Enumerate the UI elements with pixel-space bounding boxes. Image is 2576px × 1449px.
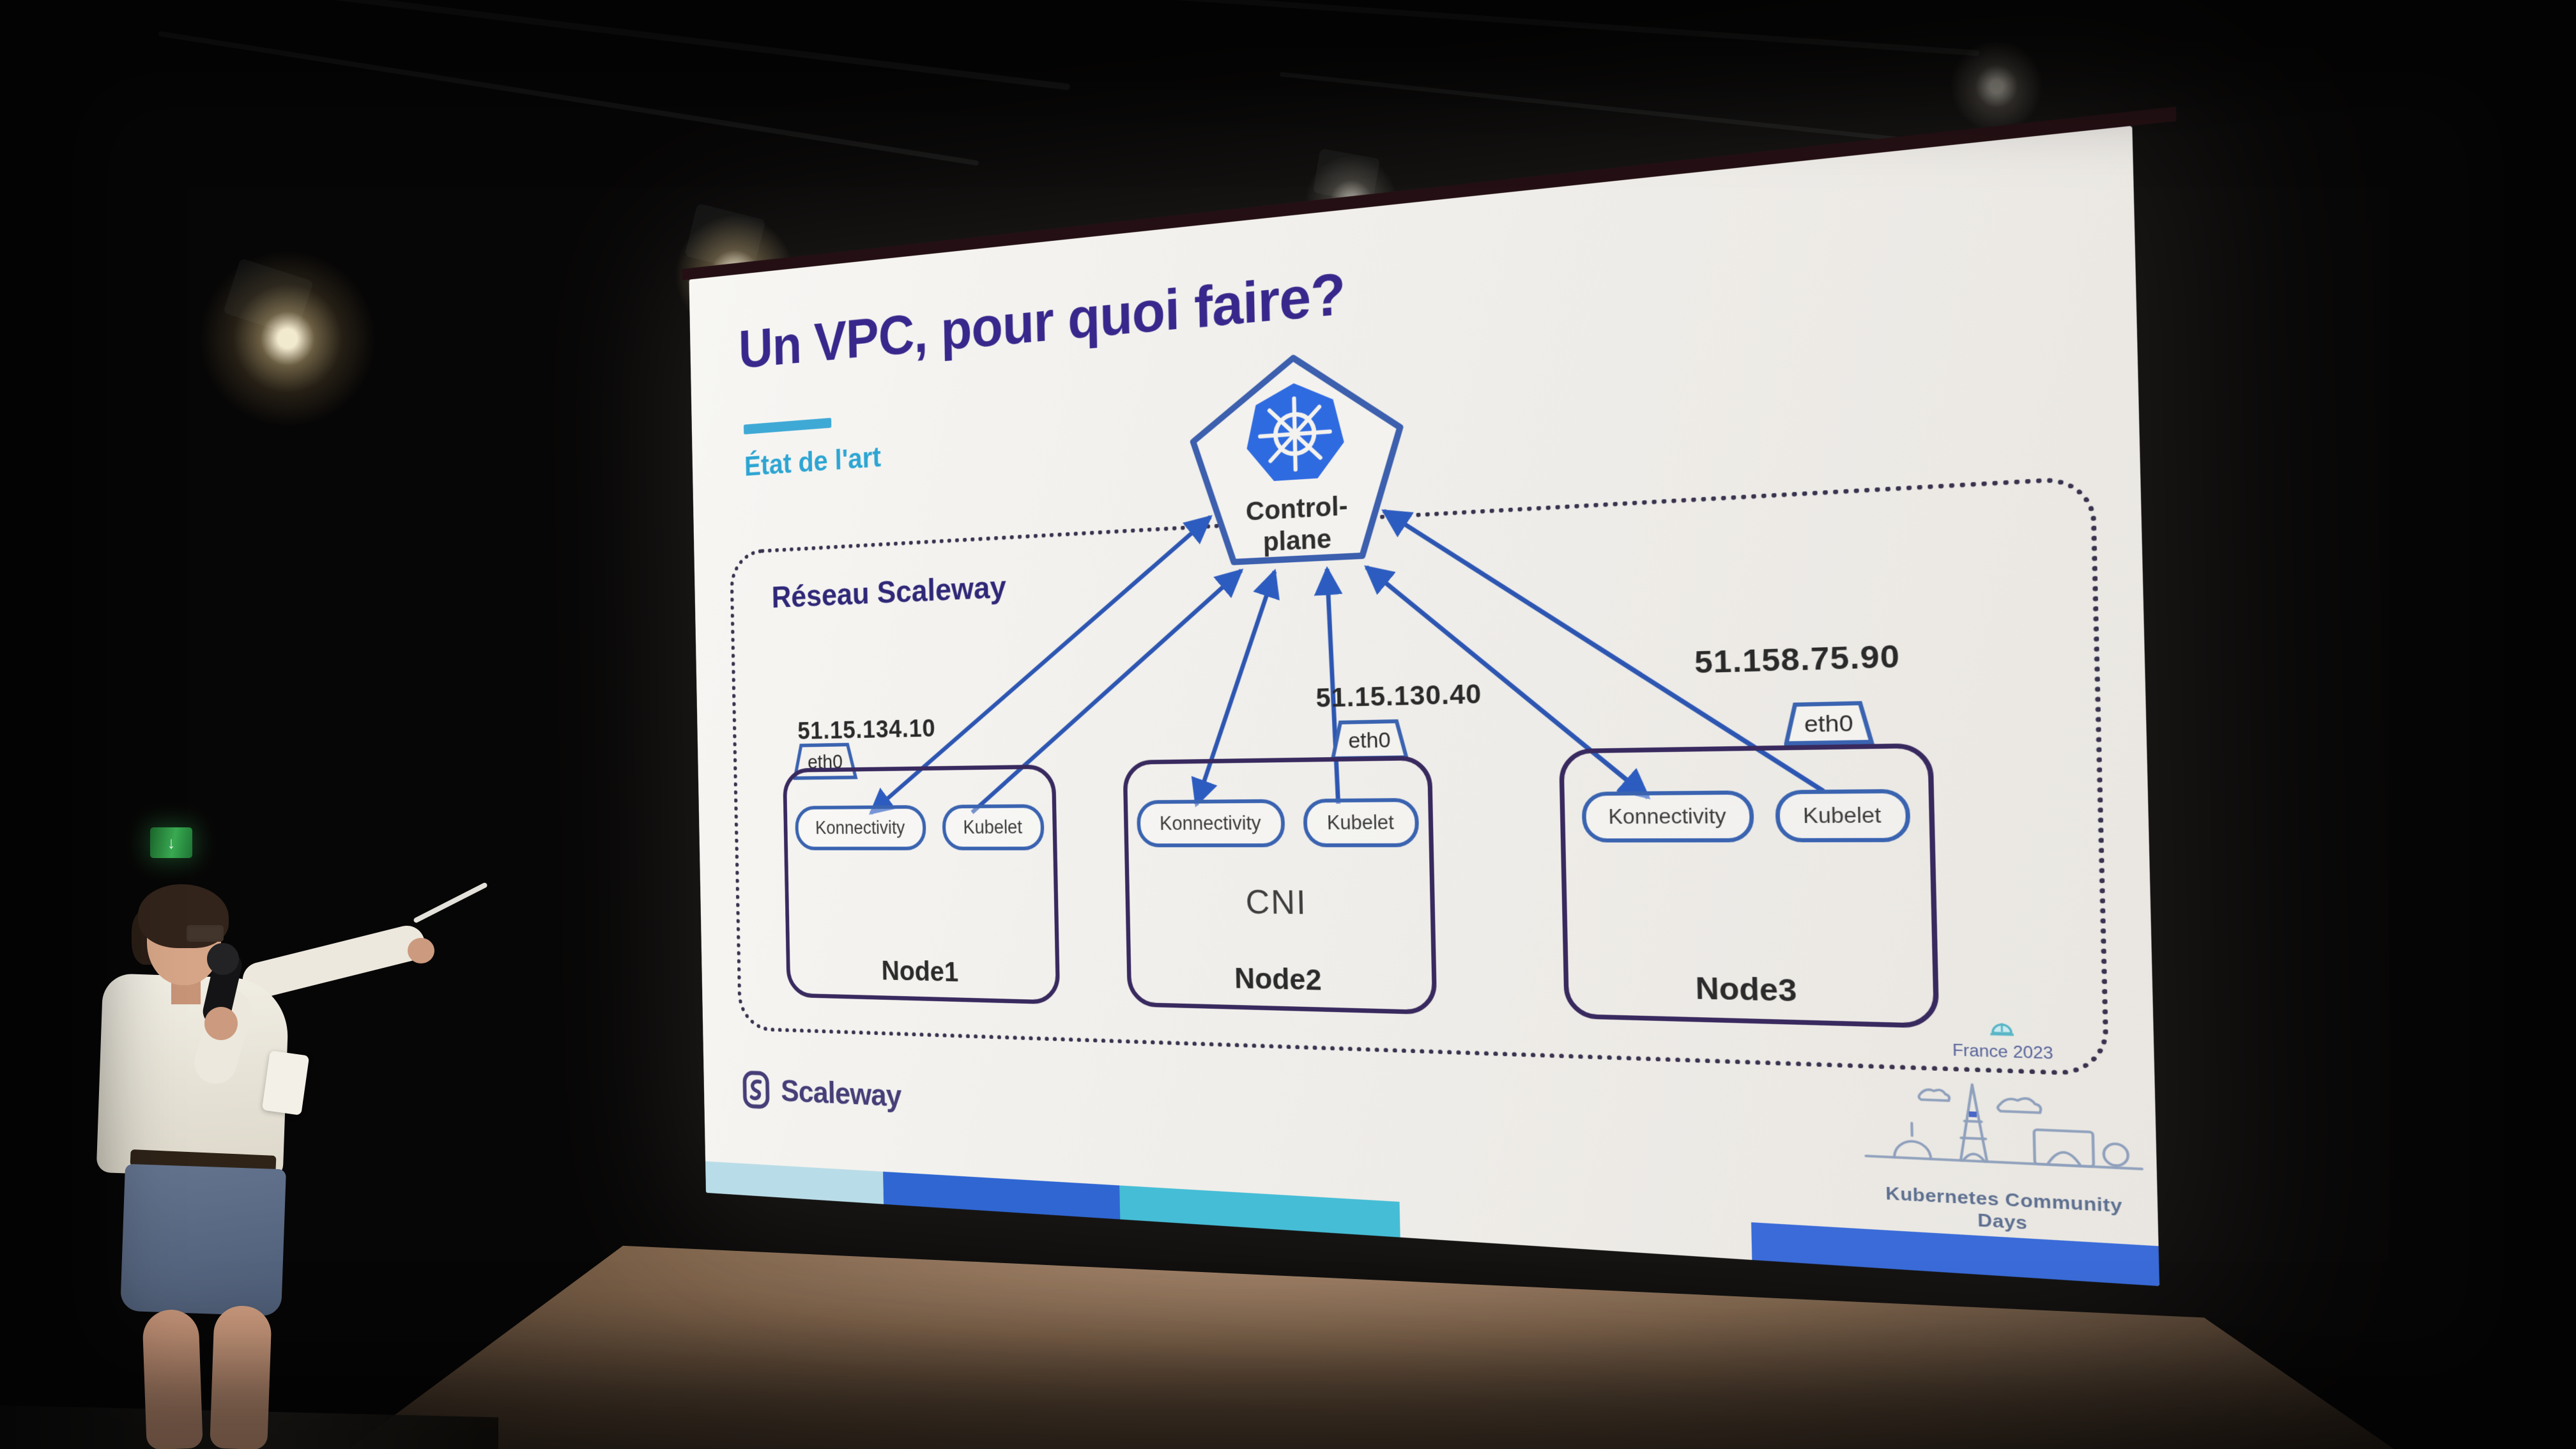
- stage-light-fixture: [223, 258, 314, 337]
- projection-screen: Un VPC, pour quoi faire? État de l'art R…: [689, 126, 2160, 1286]
- microphone-head: [207, 943, 239, 975]
- control-plane-label: Control- plane: [1204, 487, 1392, 562]
- france-2023-badge: France 2023: [1936, 1013, 2069, 1064]
- presenter-pointing-hand: [408, 938, 434, 963]
- node2-eth0-label: eth0: [1330, 719, 1409, 761]
- spotlight-glow: [192, 243, 383, 434]
- node2-label: Node2: [1131, 959, 1432, 1000]
- node3-label: Node3: [1568, 967, 1934, 1012]
- kcd-mini-logo-icon: [1984, 1014, 2020, 1038]
- presenter: [89, 882, 447, 1449]
- node2-box: Konnectivity Kubelet CNI Node2: [1123, 756, 1437, 1015]
- presenter-leg: [210, 1305, 272, 1449]
- node1-label: Node1: [790, 953, 1055, 990]
- node2-kubelet-pill: Kubelet: [1303, 798, 1419, 847]
- presenter-leg: [142, 1309, 203, 1449]
- node3-eth0-tag: eth0: [1783, 701, 1874, 746]
- presenter-shorts: [120, 1164, 286, 1317]
- node3-ip: 51.158.75.90: [1694, 637, 1901, 680]
- presenter-pointer-stick: [413, 882, 488, 923]
- kcd-logo: Kubernetes Community Days: [1858, 1071, 2150, 1241]
- presenter-badge: [262, 1050, 309, 1116]
- node2-ip: 51.15.130.40: [1315, 678, 1482, 714]
- node3-konnectivity-pill: Konnectivity: [1582, 790, 1754, 843]
- paris-skyline-illustration: [1858, 1071, 2149, 1190]
- cni-label: CNI: [1130, 882, 1431, 924]
- node2-eth0-tag: eth0: [1330, 719, 1409, 761]
- scaleway-logo-text: Scaleway: [781, 1073, 901, 1114]
- node1-ip: 51.15.134.10: [797, 714, 936, 745]
- lighting-truss-bar: [1087, 0, 1979, 56]
- presenter-glasses: [187, 925, 224, 942]
- node1-kubelet-pill: Kubelet: [942, 804, 1045, 850]
- lighting-truss-bar: [1280, 72, 1979, 150]
- node3-kubelet-pill: Kubelet: [1775, 789, 1911, 843]
- node3-box: Konnectivity Kubelet Node3: [1559, 743, 1940, 1029]
- scaleway-logo: Scaleway: [740, 1070, 901, 1116]
- exit-sign-arrow: ↓: [167, 833, 176, 853]
- presenter-mic-hand: [204, 1007, 238, 1040]
- node1-konnectivity-pill: Konnectivity: [795, 805, 926, 850]
- slide: Un VPC, pour quoi faire? État de l'art R…: [689, 126, 2160, 1286]
- scaleway-logo-icon: [740, 1070, 773, 1110]
- node1-box: Konnectivity Kubelet Node1: [783, 764, 1060, 1004]
- presenter-pointing-arm: [239, 922, 429, 1002]
- node2-konnectivity-pill: Konnectivity: [1137, 799, 1285, 847]
- exit-sign: ↓: [150, 827, 192, 858]
- lighting-truss-bar: [118, 0, 1070, 90]
- lighting-truss-bar: [158, 31, 979, 165]
- node3-eth0-label: eth0: [1783, 701, 1874, 746]
